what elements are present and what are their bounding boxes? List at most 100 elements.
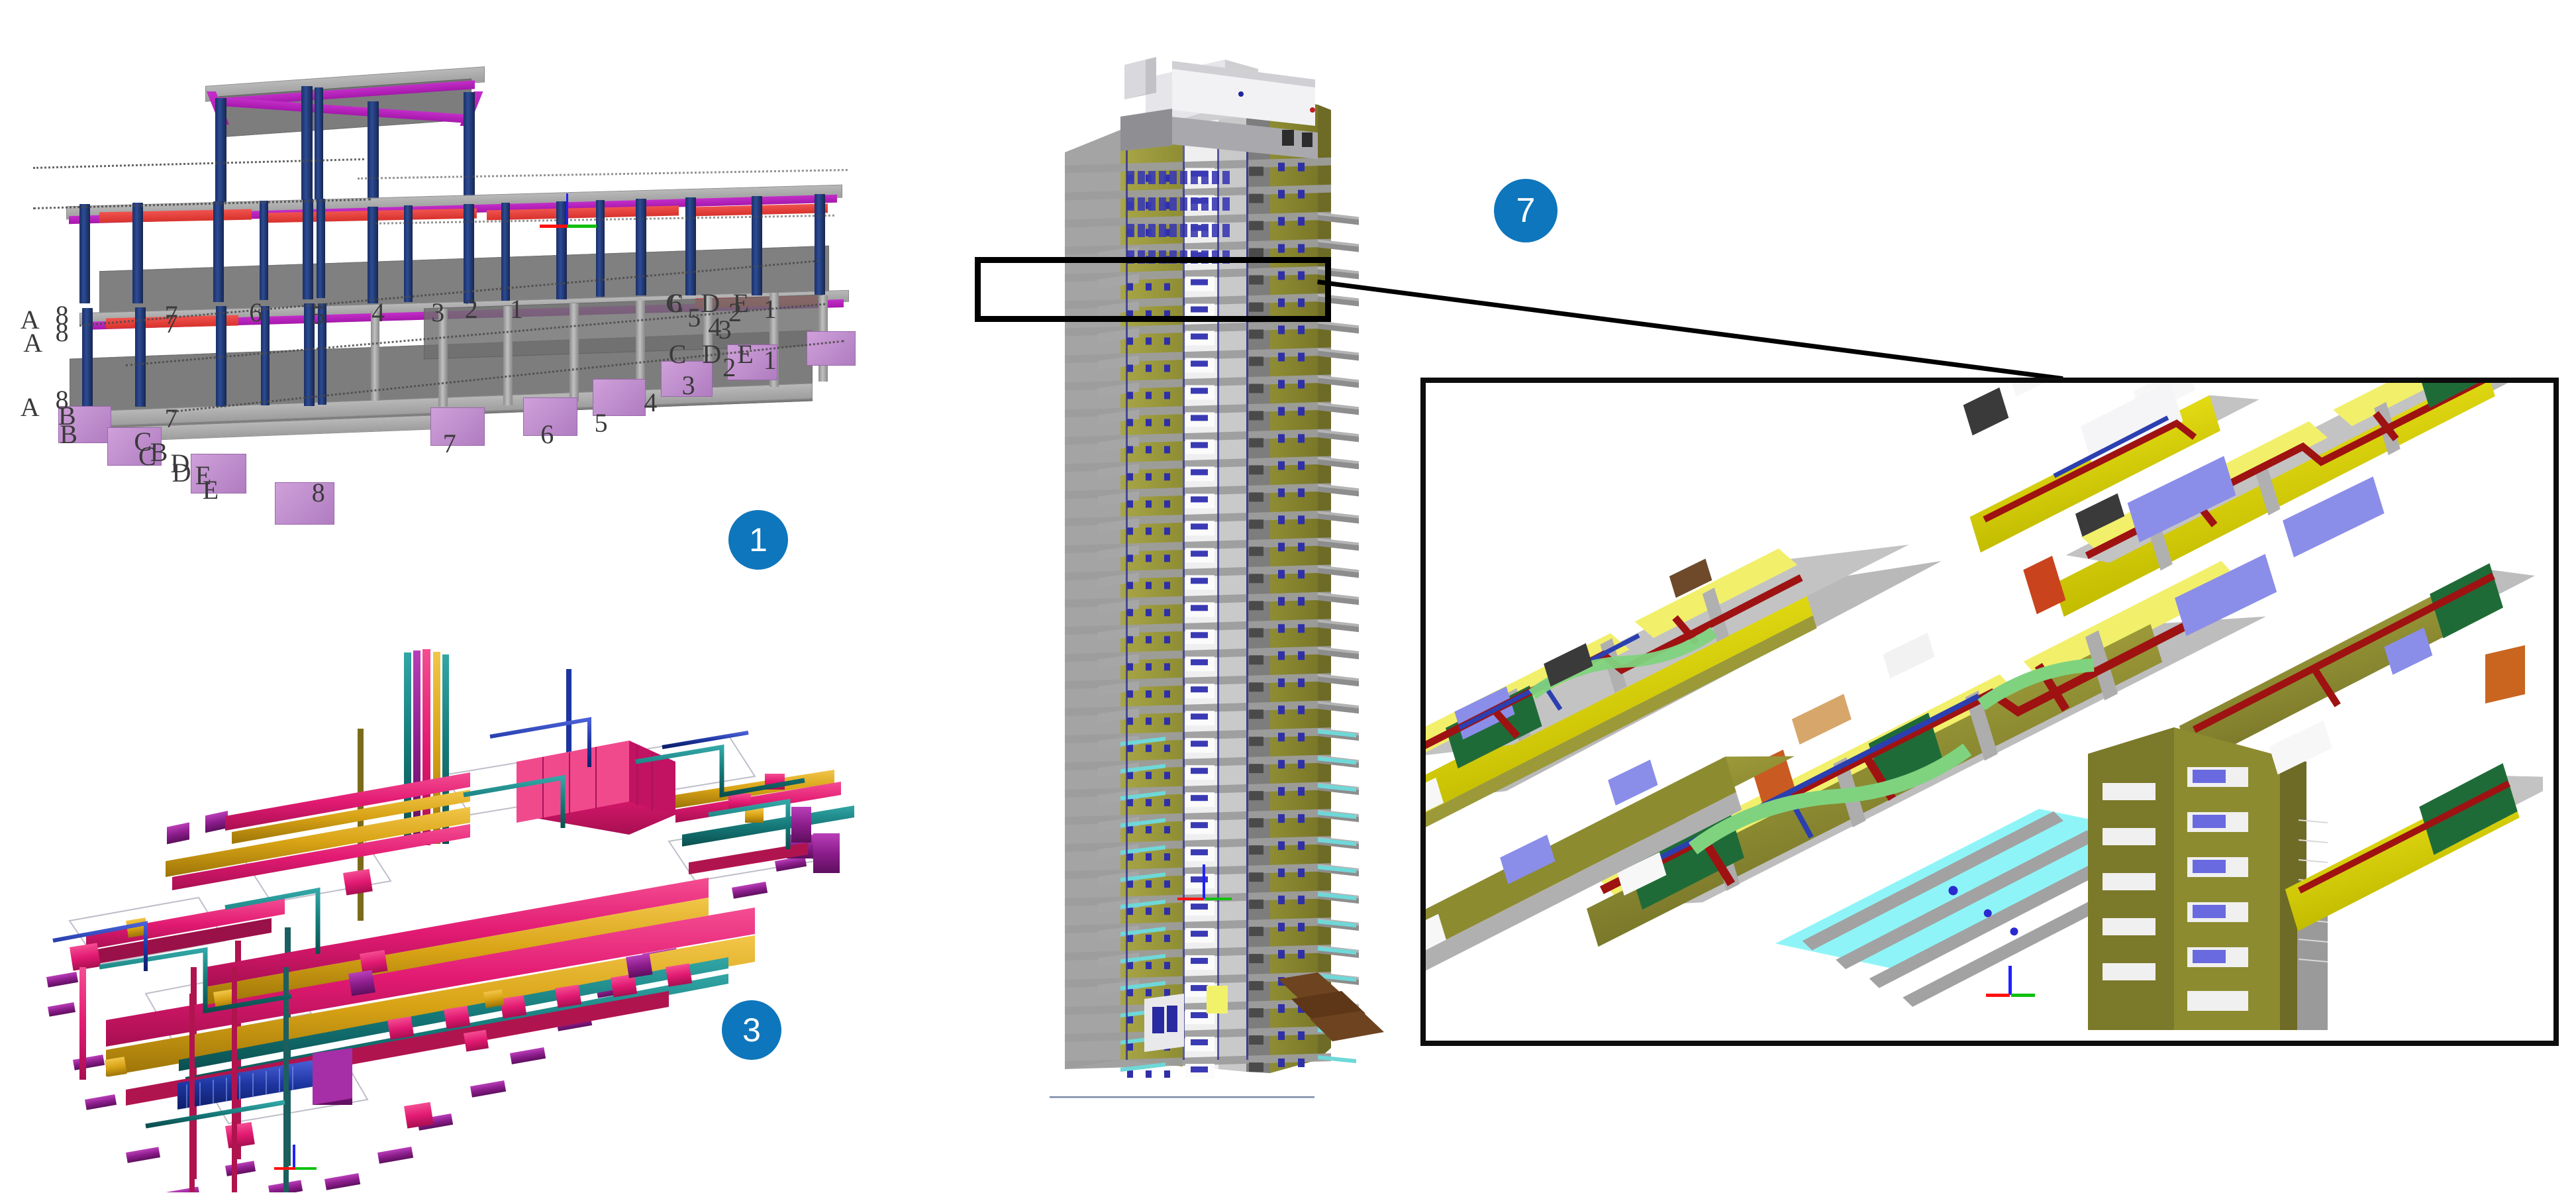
structural-column bbox=[303, 199, 313, 299]
grid-label-number: 3 bbox=[681, 370, 695, 400]
grid-label-number: 7 bbox=[164, 403, 178, 434]
structural-column-gray bbox=[371, 311, 379, 401]
footing bbox=[191, 454, 246, 493]
structural-column bbox=[636, 199, 646, 295]
footing bbox=[727, 344, 777, 380]
grid-label-number: 7 bbox=[442, 428, 456, 458]
footing bbox=[107, 427, 162, 466]
structural-column bbox=[404, 205, 413, 302]
grid-label-number: 7 bbox=[164, 309, 178, 339]
panel-mep-model: 3 bbox=[7, 596, 934, 1193]
grid-label-number: 3 bbox=[431, 297, 445, 327]
footing bbox=[807, 331, 856, 366]
structural-column bbox=[318, 303, 326, 405]
structural-column-gray bbox=[570, 303, 579, 401]
structural-column bbox=[596, 200, 605, 297]
structural-column-gray bbox=[503, 306, 513, 405]
tower-model-graphic bbox=[1050, 57, 1384, 1098]
structural-column bbox=[368, 101, 379, 211]
grid-label-number: 7 bbox=[164, 300, 178, 330]
grid-label-letter: D bbox=[170, 448, 190, 479]
callout-leader-line bbox=[1317, 280, 2063, 382]
grid-label-letter: A bbox=[20, 391, 40, 422]
grid-label-number: 4 bbox=[708, 311, 722, 342]
footing bbox=[275, 482, 334, 525]
structural-column bbox=[261, 306, 270, 405]
structural-column bbox=[815, 194, 825, 295]
grid-label-letter: E bbox=[737, 339, 754, 370]
structural-column bbox=[464, 204, 474, 303]
structural-column bbox=[752, 196, 762, 295]
grid-label-letter: C bbox=[138, 441, 156, 472]
structural-column bbox=[216, 306, 226, 407]
footing bbox=[58, 406, 111, 443]
structural-column bbox=[685, 197, 696, 295]
grid-line bbox=[358, 169, 848, 180]
grid-label-number: 5 bbox=[687, 303, 701, 333]
structural-column bbox=[132, 203, 143, 303]
footing bbox=[661, 361, 713, 397]
structural-column bbox=[315, 87, 323, 207]
grid-label-letter: D bbox=[702, 339, 722, 370]
footing bbox=[593, 379, 646, 416]
structural-column-gray bbox=[636, 301, 645, 397]
panel-badge-3[interactable]: 3 bbox=[722, 1000, 781, 1060]
structural-column bbox=[317, 199, 325, 298]
grid-label-number: 6 bbox=[540, 419, 554, 450]
footing bbox=[430, 407, 485, 446]
panel-badge-7[interactable]: 7 bbox=[1494, 179, 1558, 242]
structural-column bbox=[260, 201, 268, 300]
panel-tower-model bbox=[947, 0, 1424, 1126]
panel-badge-1[interactable]: 1 bbox=[728, 510, 788, 570]
grid-label-letter: D bbox=[172, 457, 191, 488]
structural-column bbox=[304, 303, 315, 406]
structural-column bbox=[368, 207, 378, 303]
grid-label-number: 1 bbox=[763, 294, 777, 325]
structural-column bbox=[464, 92, 475, 210]
floor-beam-red bbox=[99, 209, 252, 223]
grid-label-number: 4 bbox=[372, 297, 385, 327]
mep-equipment bbox=[517, 741, 675, 835]
footing bbox=[523, 397, 577, 436]
structural-column bbox=[213, 201, 224, 302]
grid-label-number: 8 bbox=[55, 300, 69, 330]
grid-label-letter: B bbox=[60, 419, 77, 450]
structural-column bbox=[135, 307, 146, 407]
structural-column bbox=[501, 203, 510, 301]
grid-label-number: 2 bbox=[728, 297, 742, 327]
axis-x bbox=[540, 225, 568, 228]
structural-column bbox=[301, 86, 313, 207]
axis-y bbox=[568, 225, 597, 228]
axis-z bbox=[566, 193, 568, 225]
grid-label-letter: C bbox=[134, 427, 152, 457]
callout-selection-rectangle[interactable] bbox=[975, 257, 1331, 322]
grid-label-letter: A bbox=[23, 327, 43, 358]
structural-column-gray bbox=[438, 309, 448, 407]
grid-label-letter: E bbox=[732, 288, 750, 319]
grid-label-number: 8 bbox=[311, 478, 325, 508]
grid-label-number: 1 bbox=[510, 294, 523, 325]
grid-label-letter: B bbox=[58, 400, 76, 431]
grid-label-number: 2 bbox=[722, 352, 736, 383]
grid-label-letter: C bbox=[668, 339, 687, 370]
grid-label-number: 1 bbox=[763, 345, 777, 376]
grid-label-number: 4 bbox=[644, 388, 658, 417]
grid-label-letter: A bbox=[20, 304, 40, 335]
structural-column bbox=[79, 204, 90, 303]
grid-label-number: 5 bbox=[311, 300, 325, 330]
grid-label-letter: E bbox=[202, 475, 219, 505]
structural-column bbox=[215, 98, 226, 204]
structural-column bbox=[82, 308, 93, 407]
grid-label-number: 3 bbox=[718, 315, 732, 344]
grid-label-letter: E bbox=[195, 460, 212, 490]
grid-label-letter: B bbox=[150, 437, 168, 467]
grid-label-letter: D bbox=[701, 288, 720, 319]
grid-label-number: 6 bbox=[249, 297, 263, 327]
grid-label-letter: C bbox=[666, 288, 684, 319]
detail-view-frame bbox=[1420, 378, 2559, 1046]
grid-label-number: 8 bbox=[55, 317, 69, 348]
grid-label-number: 8 bbox=[55, 384, 69, 415]
grid-label-number: 5 bbox=[594, 407, 608, 438]
